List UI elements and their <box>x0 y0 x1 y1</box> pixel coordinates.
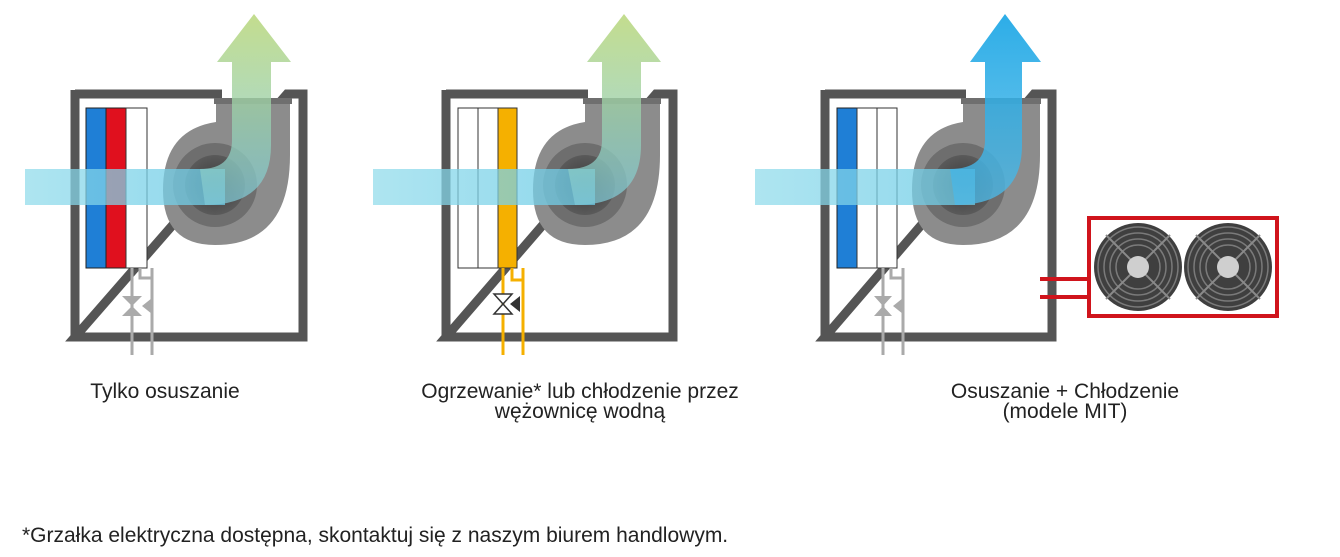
condenser-fan-icon <box>1184 223 1272 311</box>
footnote: *Grzałka elektryczna dostępna, skontaktu… <box>22 524 729 547</box>
caption-line: Ogrzewanie* lub chłodzenie przez <box>421 380 739 403</box>
caption-line: wężownicę wodną <box>494 400 666 423</box>
airflow-arrow-icon <box>568 14 661 205</box>
panel-dehumidify-only <box>25 14 308 355</box>
caption-water-coil: Ogrzewanie* lub chłodzenie przez wężowni… <box>375 380 785 423</box>
caption-dehumidify-only: Tylko osuszanie <box>40 380 290 403</box>
caption-line: Tylko osuszanie <box>90 380 240 403</box>
caption-line: (modele MIT) <box>1002 400 1128 423</box>
valve-icon <box>492 293 520 315</box>
caption-dehumidify-cooling: Osuszanie + Chłodzenie (modele MIT) <box>900 380 1230 423</box>
airflow-arrow-icon <box>25 169 225 205</box>
airflow-arrow-icon <box>950 14 1041 205</box>
valve-icon <box>874 296 903 316</box>
airflow-arrow-icon <box>200 14 291 205</box>
caption-line: Osuszanie + Chłodzenie <box>950 380 1180 403</box>
valve-icon <box>122 296 152 316</box>
airflow-arrow-icon <box>373 169 595 205</box>
panel-dehumidify-cooling <box>755 14 1279 355</box>
condenser-fan-icon <box>1094 223 1182 311</box>
airflow-arrow-icon <box>755 169 975 205</box>
refrigerant-line <box>1040 277 1089 299</box>
panel-water-coil <box>373 14 678 355</box>
